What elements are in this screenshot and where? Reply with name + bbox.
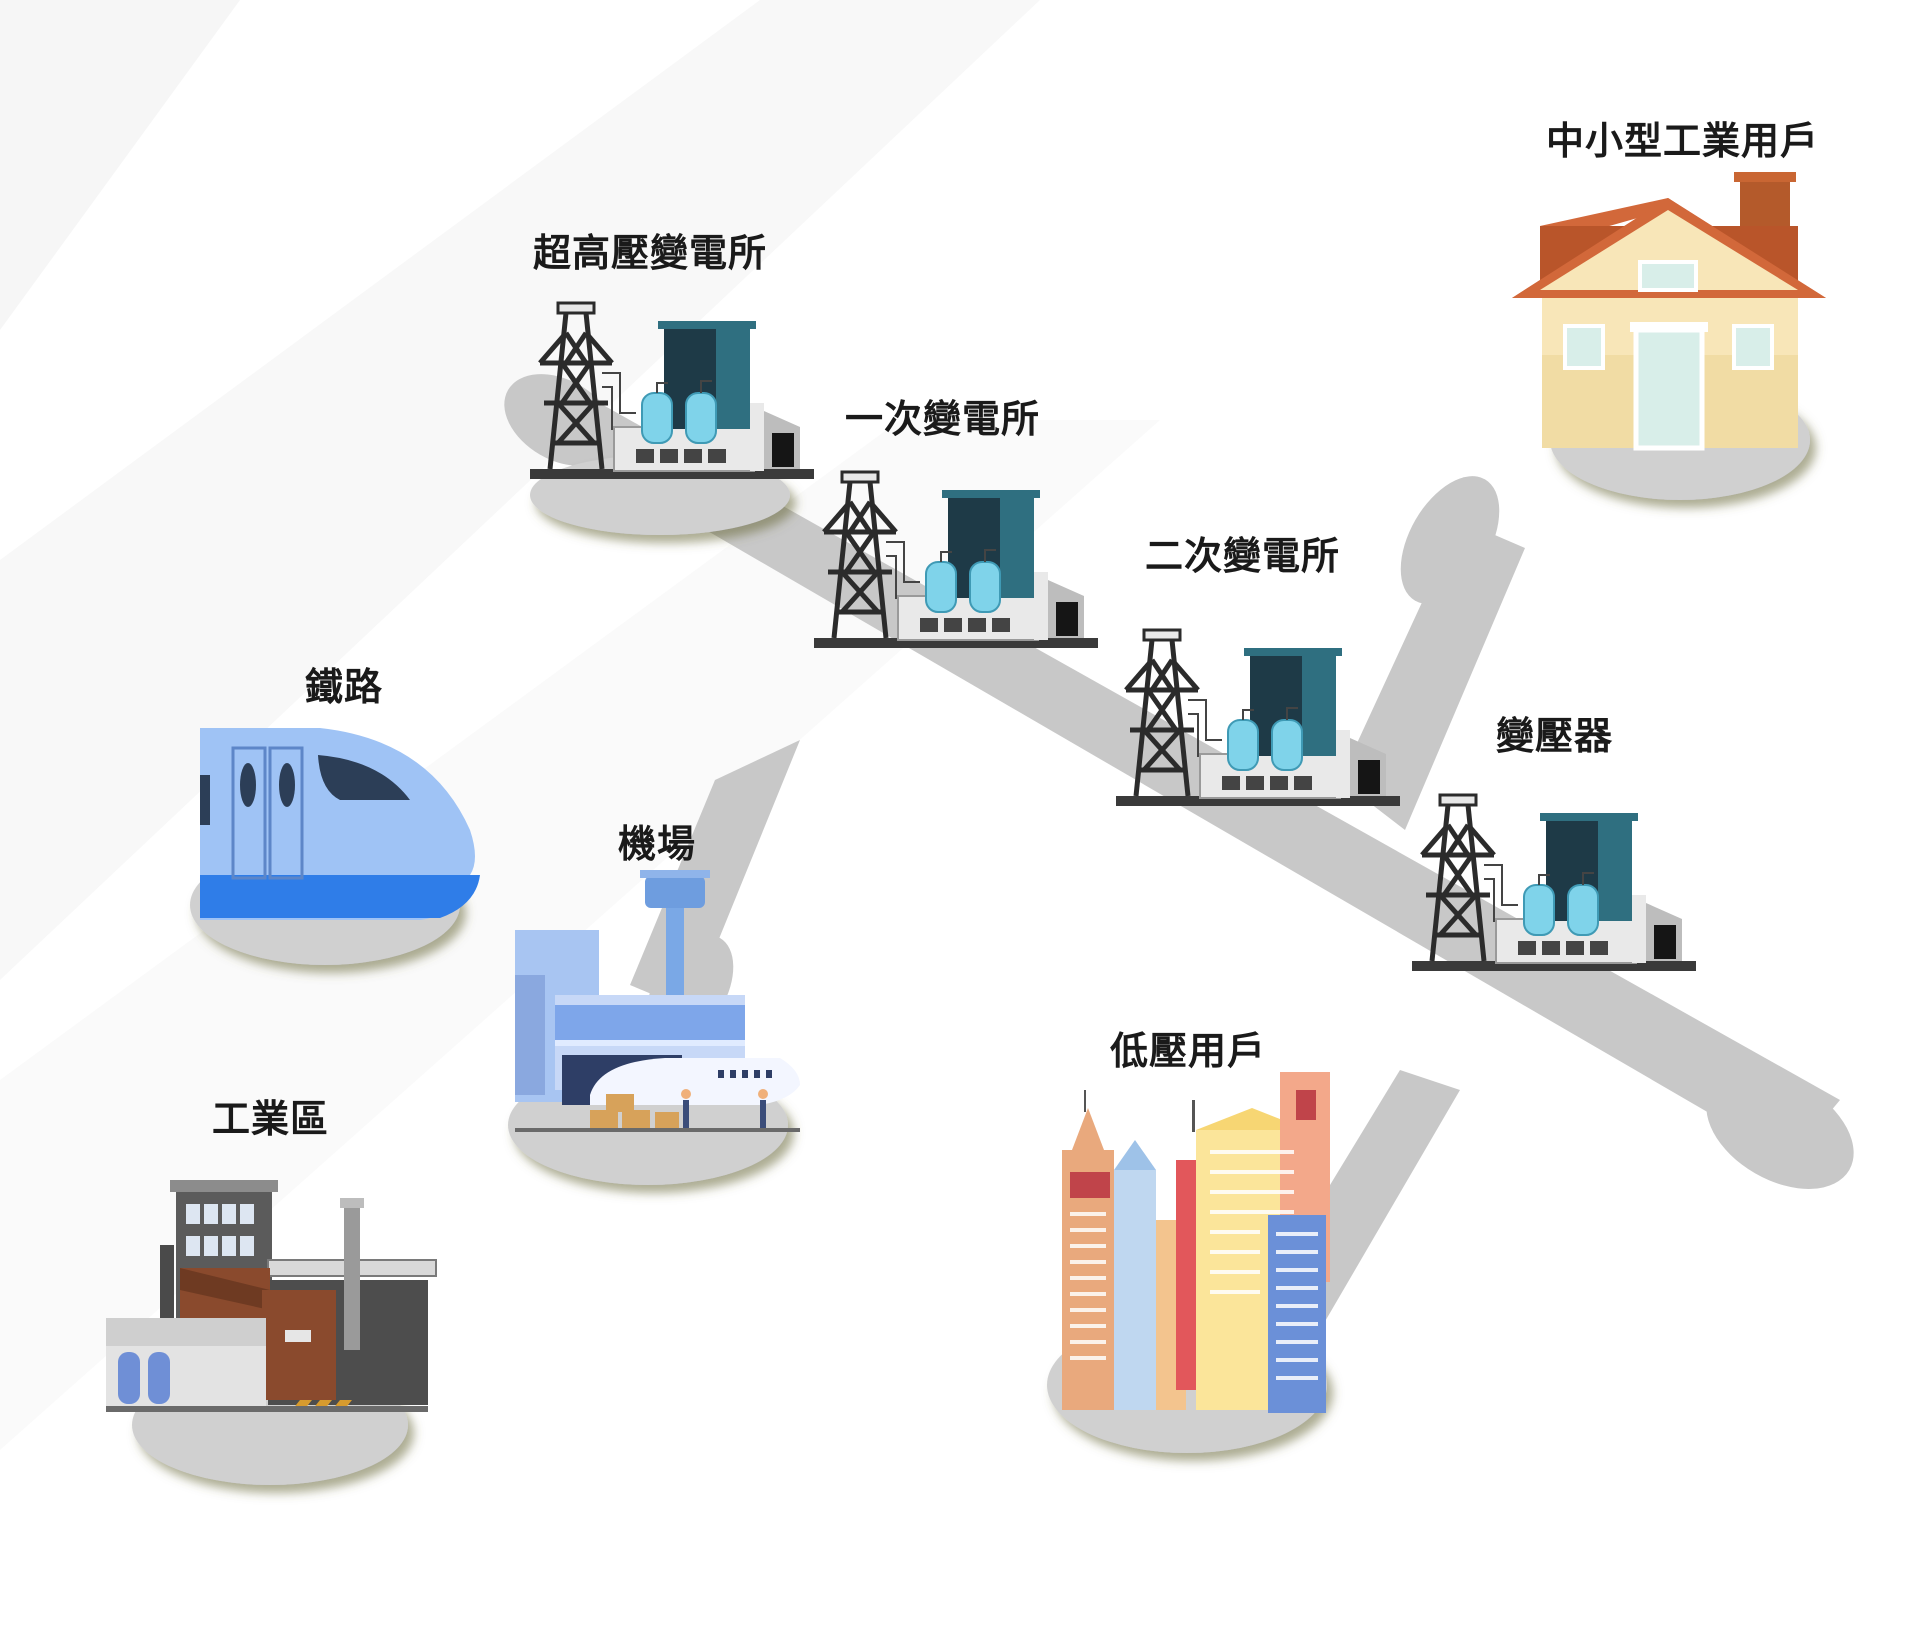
label-low-voltage-user: 低壓用戶 <box>1110 1029 1267 1073</box>
label-small-medium-industrial-user: 中小型工業用戶 <box>1546 119 1820 163</box>
label-industrial-area: 工業區 <box>212 1097 330 1141</box>
label-transformer: 變壓器 <box>1496 714 1614 758</box>
label-secondary-substation: 二次變電所 <box>1145 534 1341 578</box>
city-buildings-icon <box>1062 1072 1330 1413</box>
train-icon <box>200 728 480 920</box>
label-ultra-high-voltage-substation: 超高壓變電所 <box>533 231 768 275</box>
house-icon <box>1512 172 1826 451</box>
airport-icon <box>515 870 800 1132</box>
factory-icon <box>106 1180 437 1412</box>
label-airport: 機場 <box>618 822 697 866</box>
label-primary-substation: 一次變電所 <box>845 397 1041 441</box>
label-railway: 鐵路 <box>305 665 384 709</box>
